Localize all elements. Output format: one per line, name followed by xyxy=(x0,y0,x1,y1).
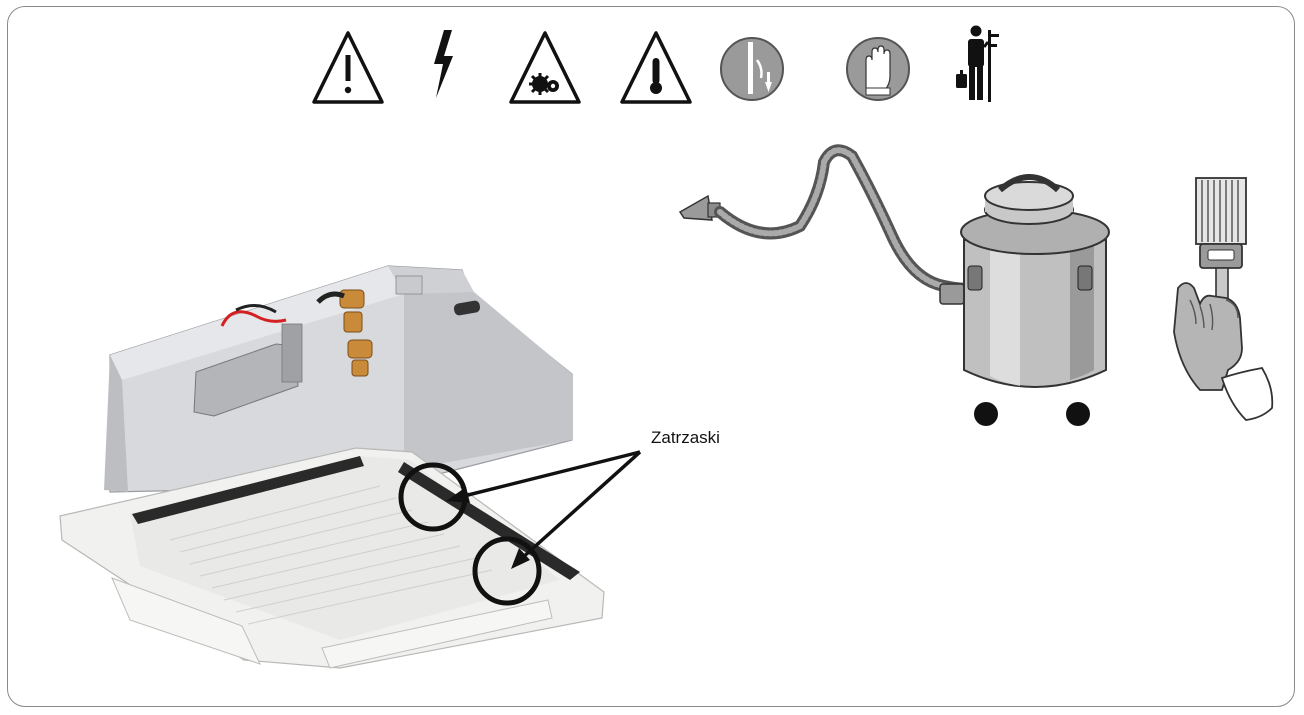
hot-surface-warning-icon xyxy=(620,31,692,104)
fall-hazard-icon xyxy=(720,37,784,101)
general-warning-icon xyxy=(312,31,384,104)
latch-circle-2 xyxy=(472,536,542,606)
electrical-hazard-icon xyxy=(434,30,453,98)
latches-callout-label: Zatrzaski xyxy=(651,428,720,447)
qualified-technician-icon xyxy=(956,25,999,102)
protective-gloves-icon xyxy=(846,37,910,101)
moving-parts-warning-icon xyxy=(509,31,581,104)
